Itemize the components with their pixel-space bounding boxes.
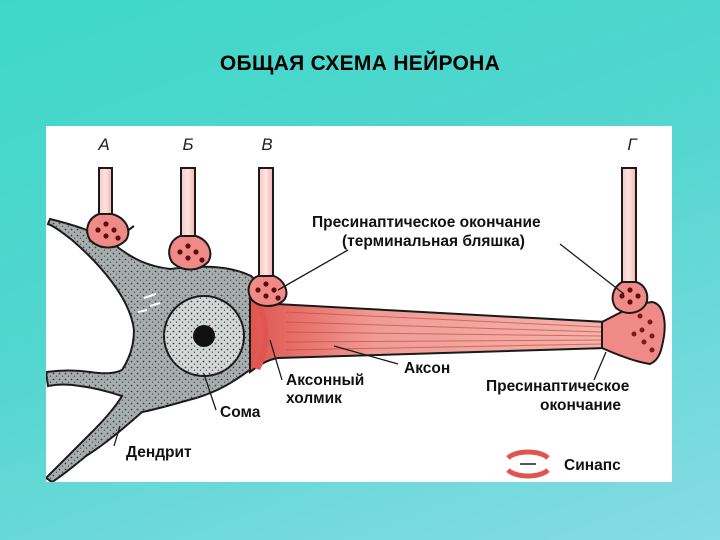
fiber-label-g: Г [627, 135, 638, 154]
synapse-legend-icon [506, 449, 550, 479]
label-axon-hillock-2: холмик [286, 390, 342, 407]
terminal-plaque-right [601, 300, 666, 366]
fiber-b [168, 167, 212, 271]
fiber-v [247, 167, 288, 307]
label-axon: Аксон [404, 360, 450, 377]
label-synapse: Синапс [564, 457, 621, 474]
nucleus [163, 295, 245, 377]
label-soma: Сома [220, 404, 261, 421]
axon-hillock [254, 302, 269, 370]
fiber-label-a: А [97, 135, 109, 154]
label-presynaptic-ending: Пресинаптическое окончание [312, 214, 541, 231]
leader-lines [113, 243, 625, 447]
label-presynaptic-ending-b: Пресинаптическое [486, 378, 630, 395]
slide-title: ОБЩАЯ СХЕМА НЕЙРОНА [219, 52, 501, 75]
label-axon-hillock: Аксонный [286, 372, 364, 389]
neuron-diagram: А Б В Г Пресинаптическое окончание (терм… [46, 126, 672, 482]
fiber-label-b: Б [182, 135, 193, 154]
fiber-g [611, 167, 649, 314]
label-dendrite: Дендрит [126, 444, 192, 461]
label-terminal-plaque: (терминальная бляшка) [342, 233, 525, 250]
fiber-label-v: В [261, 135, 272, 154]
label-presynaptic-ending-b-2: окончание [540, 397, 621, 414]
fiber-a [86, 167, 130, 249]
